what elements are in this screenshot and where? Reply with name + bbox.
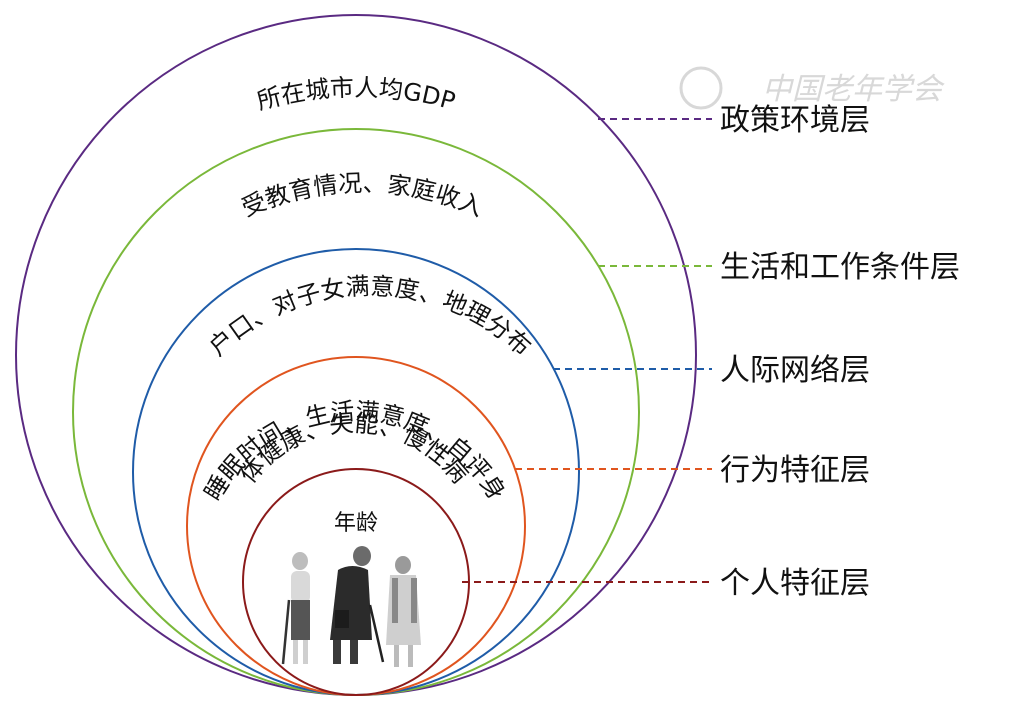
watermark: 中国老年学会 <box>679 66 945 110</box>
layer-label-network: 人际网络层 <box>720 353 870 388</box>
watermark-seal-icon <box>679 66 723 110</box>
factor-text-policy: 所在城市人均GDP <box>254 74 458 116</box>
layer-label-behavior: 行为特征层 <box>720 453 870 488</box>
layer-labels: 政策环境层 生活和工作条件层 人际网络层 行为特征层 个人特征层 <box>720 103 960 601</box>
leader-lines <box>462 118 712 583</box>
layer-label-living: 生活和工作条件层 <box>720 250 960 285</box>
elderly-person-right-icon <box>386 556 421 667</box>
layer-circles <box>15 14 697 696</box>
factor-text-living: 受教育情况、家庭收入 <box>238 169 488 222</box>
factor-text-network: 户口、对子女满意度、地理分布 <box>204 272 537 361</box>
layer-label-policy: 政策环境层 <box>720 103 870 138</box>
layer-label-personal: 个人特征层 <box>720 566 870 601</box>
watermark-text: 中国老年学会 <box>762 72 945 107</box>
elderly-person-middle-icon <box>330 546 385 664</box>
factor-text-behavior-line1: 睡眠时间、生活满意度、自评身 <box>199 397 511 505</box>
elderly-person-left-icon <box>281 552 310 665</box>
elderly-people-icon <box>281 546 421 667</box>
factor-text-personal: 年龄 <box>334 511 378 536</box>
